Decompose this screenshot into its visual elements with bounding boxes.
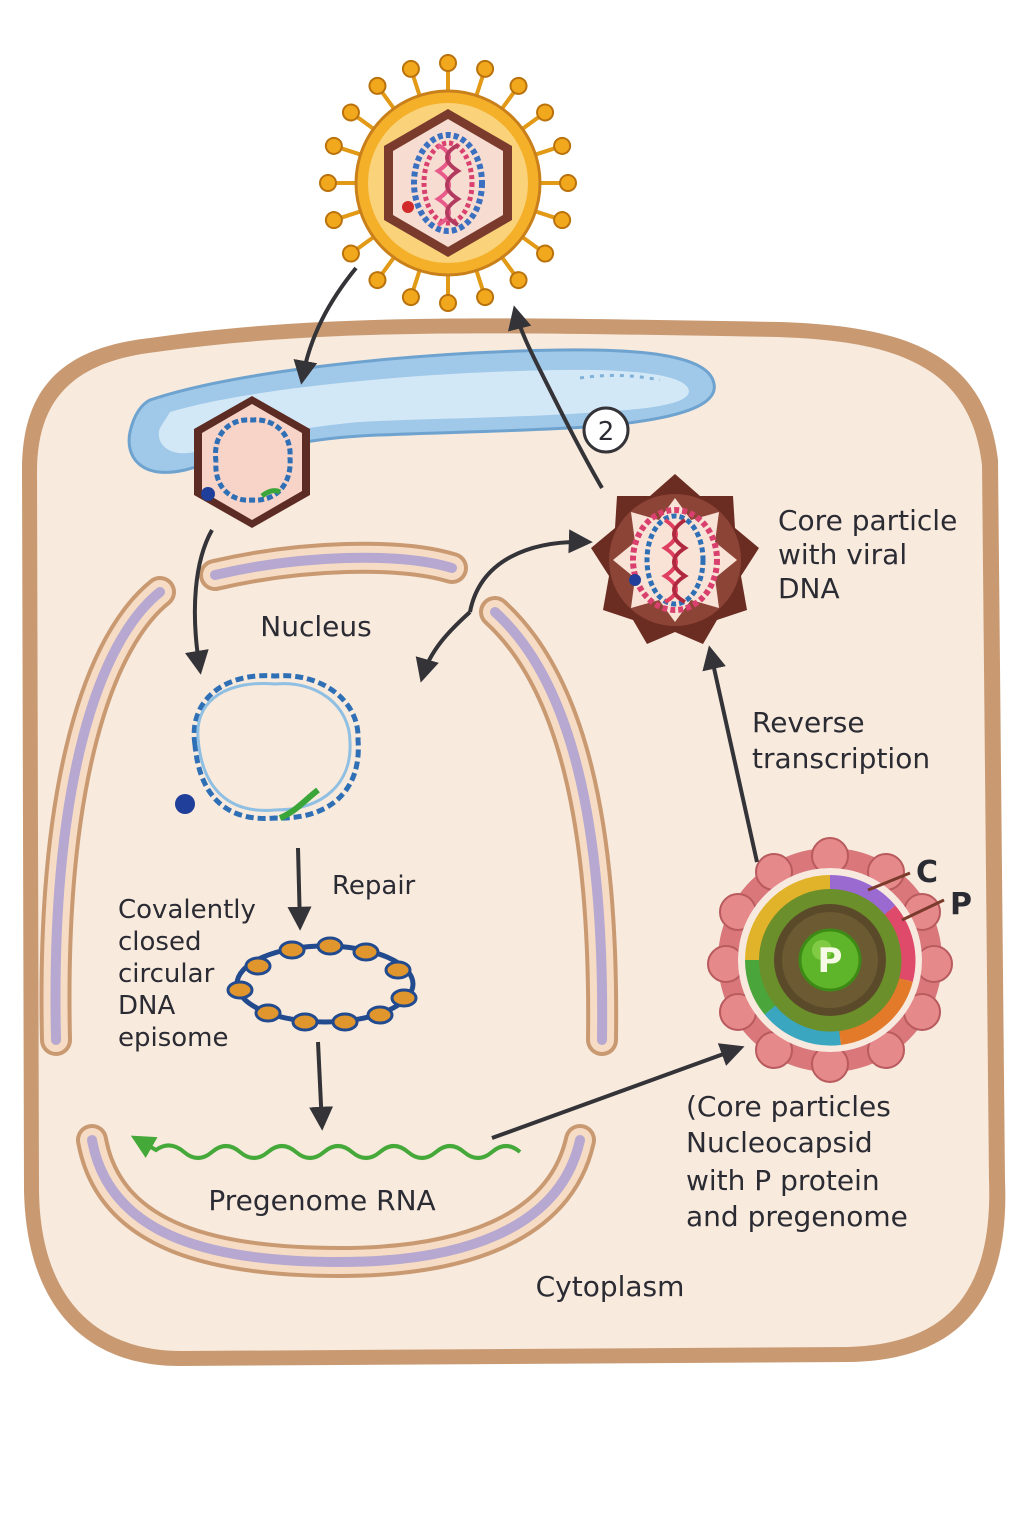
label-p-protein: P [818, 941, 843, 981]
arrow-reverse-transcription [702, 645, 759, 863]
cccdna-episome [226, 936, 418, 1032]
arrow-recycling-out [415, 610, 472, 683]
label-pregenome-rna: Pregenome RNA [208, 1184, 435, 1217]
arrow-recycling-in [468, 529, 593, 613]
arrow-entry [293, 266, 358, 385]
svg-text:2: 2 [598, 417, 615, 447]
marker-c-leader [867, 871, 911, 892]
core-particle [591, 474, 759, 644]
virion-dna [411, 132, 485, 234]
label-reverse-transcription: Reverse transcription [752, 706, 930, 775]
pregenome-rna [130, 1135, 522, 1160]
dna-end-cap [175, 794, 195, 814]
virion [319, 54, 577, 312]
nucleocapsid [707, 837, 953, 1083]
entering-capsid [194, 396, 310, 528]
label-core-particle: Core particle with viral DNA [778, 504, 966, 605]
label-cytoplasm: Cytoplasm [536, 1270, 685, 1303]
label-nucleocapsid: (Core particles Nucleocapsid with P prot… [686, 1090, 908, 1233]
arrow-export [491, 1043, 745, 1140]
arrows [185, 266, 759, 1140]
label-marker-c: C [916, 855, 938, 890]
nuclear-envelope [39, 541, 619, 1279]
label-cccdna: Covalently closed circular DNA episome [118, 895, 264, 1053]
arrow-transcription [309, 1041, 334, 1131]
label-marker-p: P [950, 887, 972, 922]
label-nucleus: Nucleus [260, 610, 371, 643]
virion-spikes [319, 54, 577, 312]
arrow-release [508, 305, 604, 490]
label-repair: Repair [332, 871, 416, 901]
marker-p-leader [901, 898, 945, 922]
step-marker: 2 [582, 406, 630, 454]
arrow-repair [287, 847, 312, 931]
relaxed-circular-dna [175, 673, 361, 821]
arrow-to-nucleus [185, 529, 214, 675]
